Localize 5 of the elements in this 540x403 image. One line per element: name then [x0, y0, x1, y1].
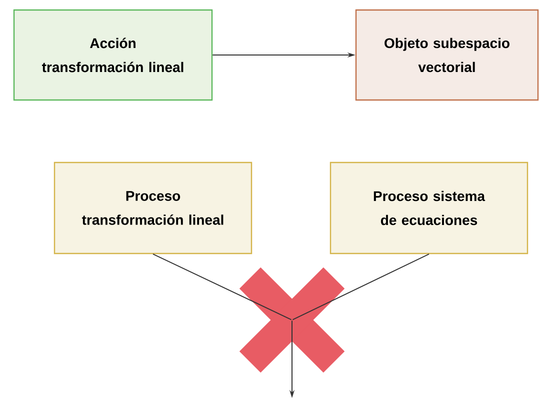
cross-mark — [239, 267, 345, 373]
concept-box: Proceso transformación lineal — [54, 162, 252, 254]
concept-box: Acción transformación lineal — [13, 9, 213, 101]
concept-box: Objeto subespacio vectorial — [355, 9, 539, 101]
concept-box: Proceso sistema de ecuaciones — [330, 162, 528, 254]
